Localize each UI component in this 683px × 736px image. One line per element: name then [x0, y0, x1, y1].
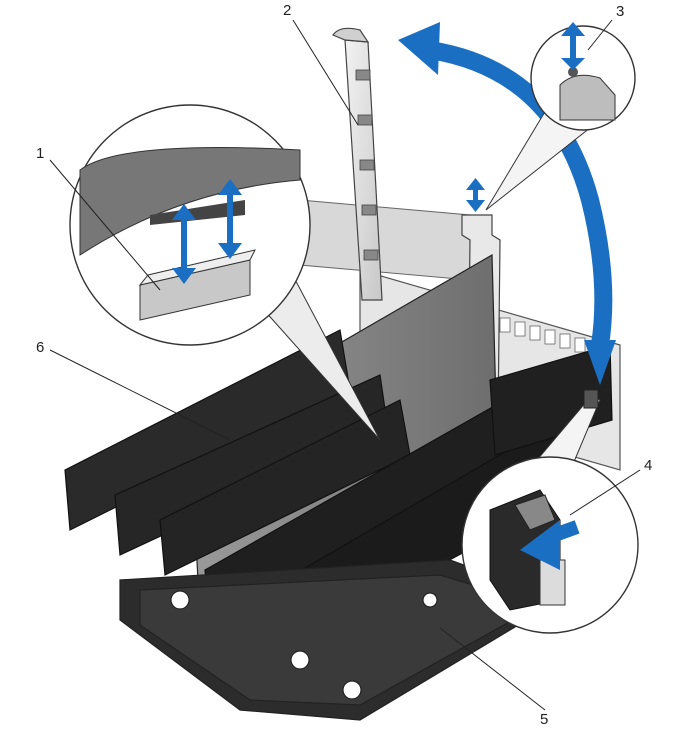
detail-release-tab [461, 389, 639, 634]
detail-bracket [485, 22, 636, 211]
callout-6: 6 [36, 339, 45, 356]
leader-lines [49, 19, 641, 711]
riser-board [119, 559, 562, 721]
callout-2: 2 [283, 2, 292, 19]
card-retention-latch [332, 27, 383, 301]
callout-1: 1 [36, 145, 45, 162]
double-arrow-icon [466, 178, 485, 212]
rotation-arrow-icon [398, 22, 616, 385]
callout-3: 3 [616, 3, 625, 20]
callout-4: 4 [644, 457, 653, 474]
detail-connector [69, 104, 381, 441]
callout-5: 5 [540, 711, 549, 728]
